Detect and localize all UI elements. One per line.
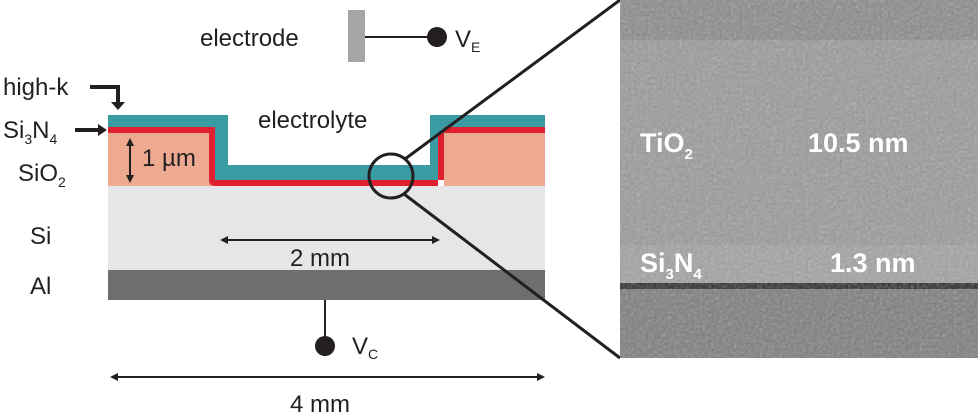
si-layer [108, 186, 545, 270]
al-label: Al [30, 273, 51, 300]
tem-tio2-label-subscript: 2 [685, 146, 693, 163]
vc-label-main: V [352, 333, 368, 360]
high-k-layer [108, 115, 545, 180]
high-k-label: high-k [3, 74, 69, 101]
zoom-line-bottom [403, 192, 621, 360]
sio2-right [444, 133, 545, 186]
sio2-left [108, 133, 215, 186]
tem-si3n4-label: Si3N4 [640, 248, 702, 283]
zoom-circle [367, 152, 415, 200]
high-k-arrowhead [111, 102, 125, 110]
tem-tio2-label-main: TiO [640, 128, 685, 158]
si3n4-layer [108, 127, 545, 186]
si3n4-label-subscript-4: 4 [49, 131, 57, 147]
sio2-label-main: SiO [18, 160, 58, 187]
tem-tio2-thickness: 10.5 nm [808, 128, 909, 158]
si3n4-label-n: N [32, 117, 49, 144]
well-width-label: 2 mm [290, 245, 350, 272]
tem-si3n4-label-si: Si [640, 248, 666, 278]
ve-label-subscript: E [471, 39, 480, 55]
ve-label: VE [455, 26, 480, 55]
zoom-line-top [404, 0, 621, 161]
tem-si3n4-label-subscript-3: 3 [666, 266, 674, 283]
tem-noise-texture [620, 0, 978, 358]
ve-label-main: V [455, 26, 471, 53]
thickness-label: 1 µm [142, 145, 196, 172]
vc-label: VC [352, 333, 378, 362]
si3n4-label: Si3N4 [3, 117, 57, 147]
electrode-label: electrode [200, 25, 299, 52]
electrode [348, 10, 365, 62]
electrolyte-label: electrolyte [258, 107, 367, 134]
si3n4-label-si: Si [3, 117, 24, 144]
tem-image [620, 0, 978, 358]
sio2-label-subscript: 2 [58, 174, 66, 190]
tem-si3n4-label-n: N [674, 248, 694, 278]
vc-label-subscript: C [368, 346, 378, 362]
tem-tio2-label: TiO2 [640, 128, 693, 163]
vc-terminal [315, 336, 335, 356]
chip-width-label: 4 mm [290, 391, 350, 417]
tem-si3n4-thickness: 1.3 nm [830, 248, 916, 278]
si3n4-label-subscript-3: 3 [24, 131, 32, 147]
tem-si3n4-label-subscript-4: 4 [693, 266, 702, 283]
si-label: Si [30, 223, 51, 250]
ve-terminal [427, 27, 447, 47]
al-layer [108, 270, 545, 300]
high-k-arrow [90, 85, 120, 104]
sio2-label: SiO2 [18, 160, 66, 190]
si3n4-arrowhead [98, 124, 107, 136]
